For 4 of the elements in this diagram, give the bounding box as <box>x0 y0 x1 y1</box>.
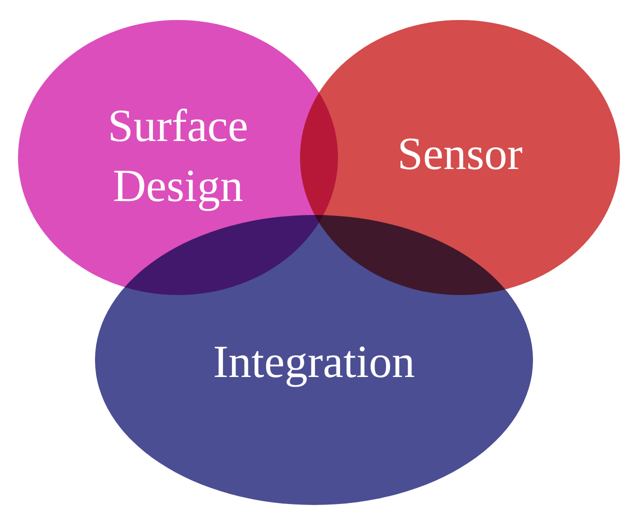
set-label: Integration <box>212 335 416 389</box>
venn-ellipse <box>95 215 533 505</box>
set-label: Surface Design <box>106 99 250 213</box>
set-label: Sensor <box>396 127 524 181</box>
